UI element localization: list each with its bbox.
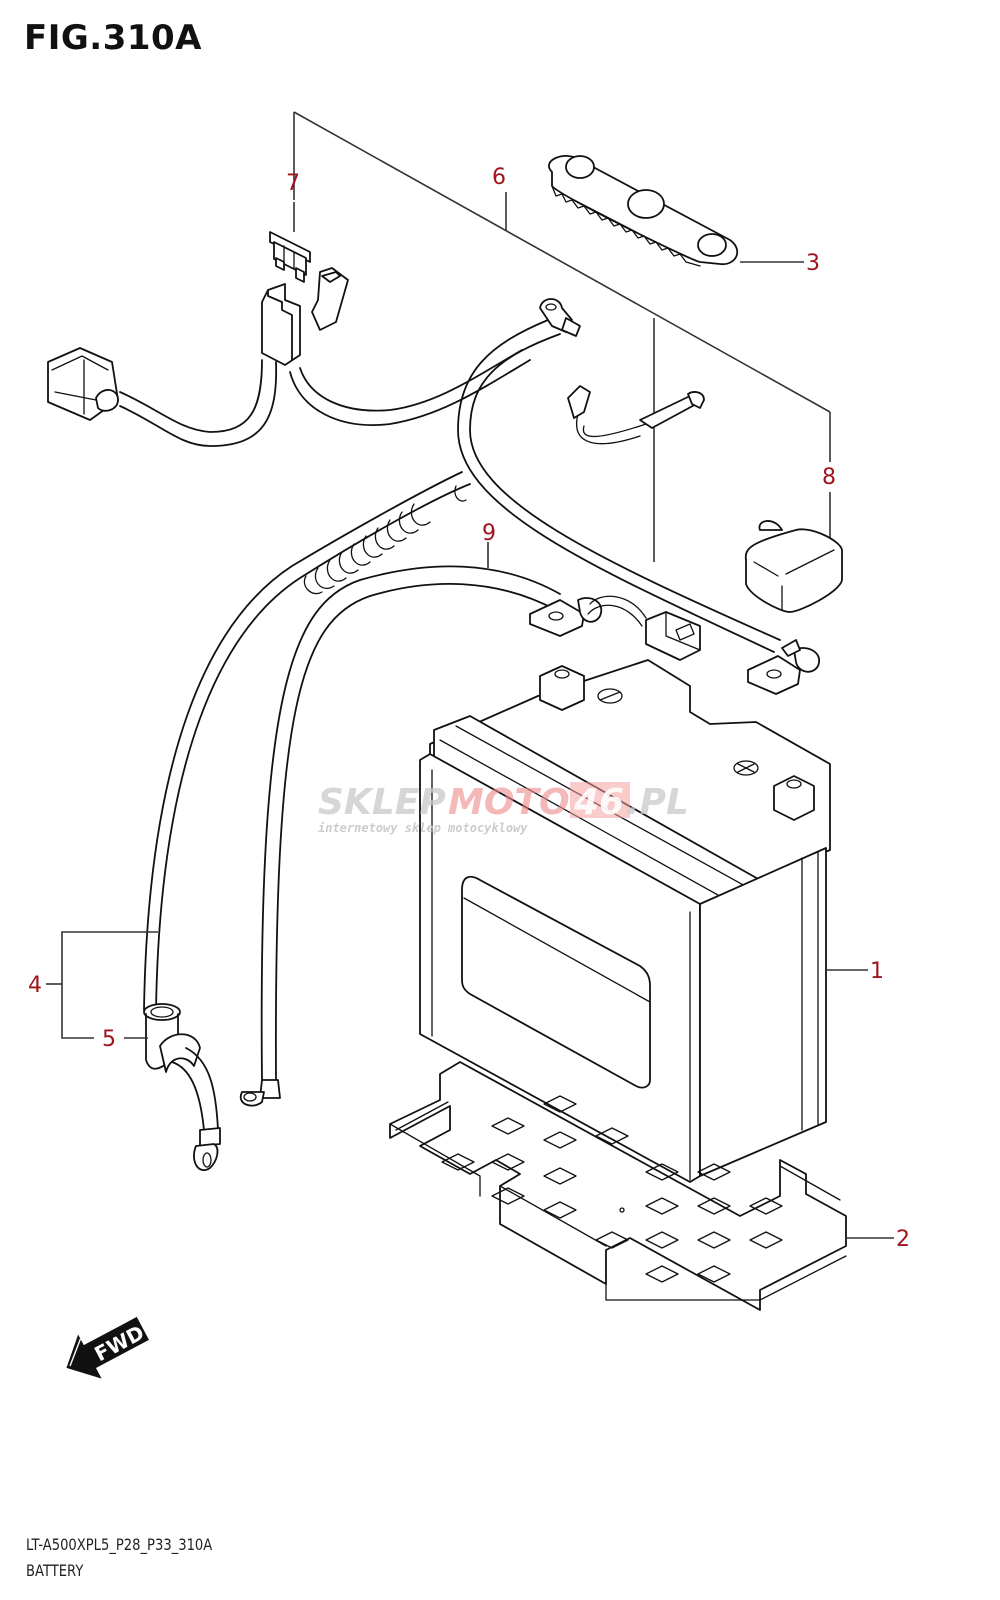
fwd-arrow-icon: FWD [66,1316,149,1379]
cable-assembly-part [143,471,471,1011]
fuse-part [269,231,311,283]
watermark-number: 46 [573,782,624,823]
callout-8: 8 [822,465,836,490]
positive-lead-terminal [747,639,821,695]
watermark-moto: MOTO [448,782,570,823]
spiral-wrap [303,485,467,595]
harness-bracket-lines [293,111,831,562]
tray-slots [441,1095,783,1283]
callouts: 1 2 3 4 5 6 7 8 9 [28,165,910,1252]
sensor-connector [567,385,705,429]
callout-7: 7 [286,171,300,196]
callout-5: 5 [102,1027,116,1052]
watermark-domain: .PL [626,782,689,823]
callout-9: 9 [482,521,496,546]
callout-4: 4 [28,973,42,998]
leader-lines [46,202,894,1239]
callout-3: 3 [806,251,820,276]
watermark: SKLEP MOTO 46 .PL internetowy sklep moto… [318,782,689,835]
watermark-tagline: internetowy sklep motocyklowy [318,821,528,835]
callout-1: 1 [870,959,884,984]
watermark-sklep: SKLEP [318,782,446,823]
battery-tray-part [389,1061,847,1311]
terminal-cap-part [744,520,843,613]
harness-wires [119,319,781,653]
figure-footer: LT-A500XPL5_P28_P33_310A BATTERY [26,1532,212,1584]
cable-boot-part [143,1003,221,1171]
terminal-cover-strip-part [548,155,739,267]
coupler-connector [47,347,119,421]
figure-title: FIG.310A [24,18,202,58]
fuse-holder [261,267,349,366]
model-code: LT-A500XPL5_P28_P33_310A [26,1535,213,1554]
section-name: BATTERY [26,1561,84,1580]
battery-lead-wire-part [239,542,701,1107]
ring-terminal-top [539,298,581,337]
callout-6: 6 [492,165,506,190]
callout-2: 2 [896,1227,910,1252]
